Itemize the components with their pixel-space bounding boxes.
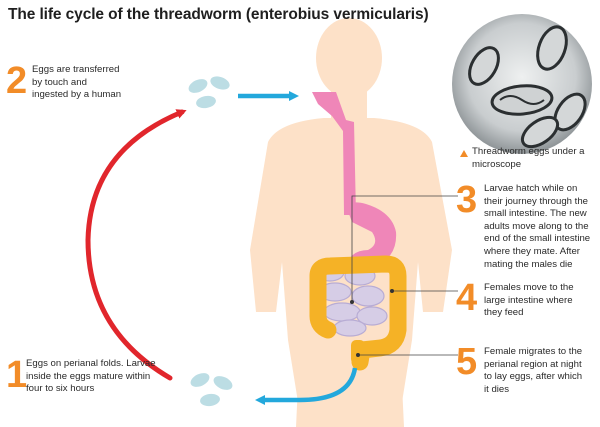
- microscope-image: [452, 14, 592, 154]
- step-5-number: 5: [456, 341, 478, 383]
- cecum: [309, 289, 337, 339]
- step-3-number: 3: [456, 179, 478, 221]
- pointer-dot-4: [390, 289, 394, 293]
- rectum: [351, 340, 365, 364]
- pointer-dot-3: [350, 300, 354, 304]
- red-cycle-arrow: [85, 109, 187, 381]
- human-body-silhouette: [250, 18, 452, 427]
- diagram-title: The life cycle of the threadworm (entero…: [8, 6, 429, 23]
- step-5-text: Female migrates to the perianal region a…: [484, 346, 583, 395]
- pointer-dot-5: [356, 353, 360, 357]
- microscope-caption: Threadworm eggs under a microscope: [472, 146, 590, 171]
- step-3-text: Larvae hatch while on their journey thro…: [484, 183, 591, 270]
- step-1-text: Eggs on perianal folds. Larvae inside th…: [26, 358, 156, 395]
- caption-triangle-icon: [460, 150, 468, 157]
- step-4-text: Females move to the large intestine wher…: [484, 282, 574, 319]
- egg-cluster-top: [188, 76, 230, 109]
- step-4-number: 4: [456, 277, 478, 319]
- esophagus: [312, 92, 356, 215]
- egg-cluster-bottom: [190, 373, 233, 407]
- step-2-text: Eggs are transferred by touch and ingest…: [32, 64, 122, 101]
- large-intestine: [309, 255, 407, 371]
- microscope-caption-text: Threadworm eggs under a microscope: [472, 146, 585, 170]
- step-2-number: 2: [6, 60, 28, 102]
- pointer-lines: [351, 195, 458, 356]
- stomach: [346, 202, 397, 269]
- blue-arrow-from-anus: [255, 367, 358, 405]
- step-1-number: 1: [6, 354, 28, 396]
